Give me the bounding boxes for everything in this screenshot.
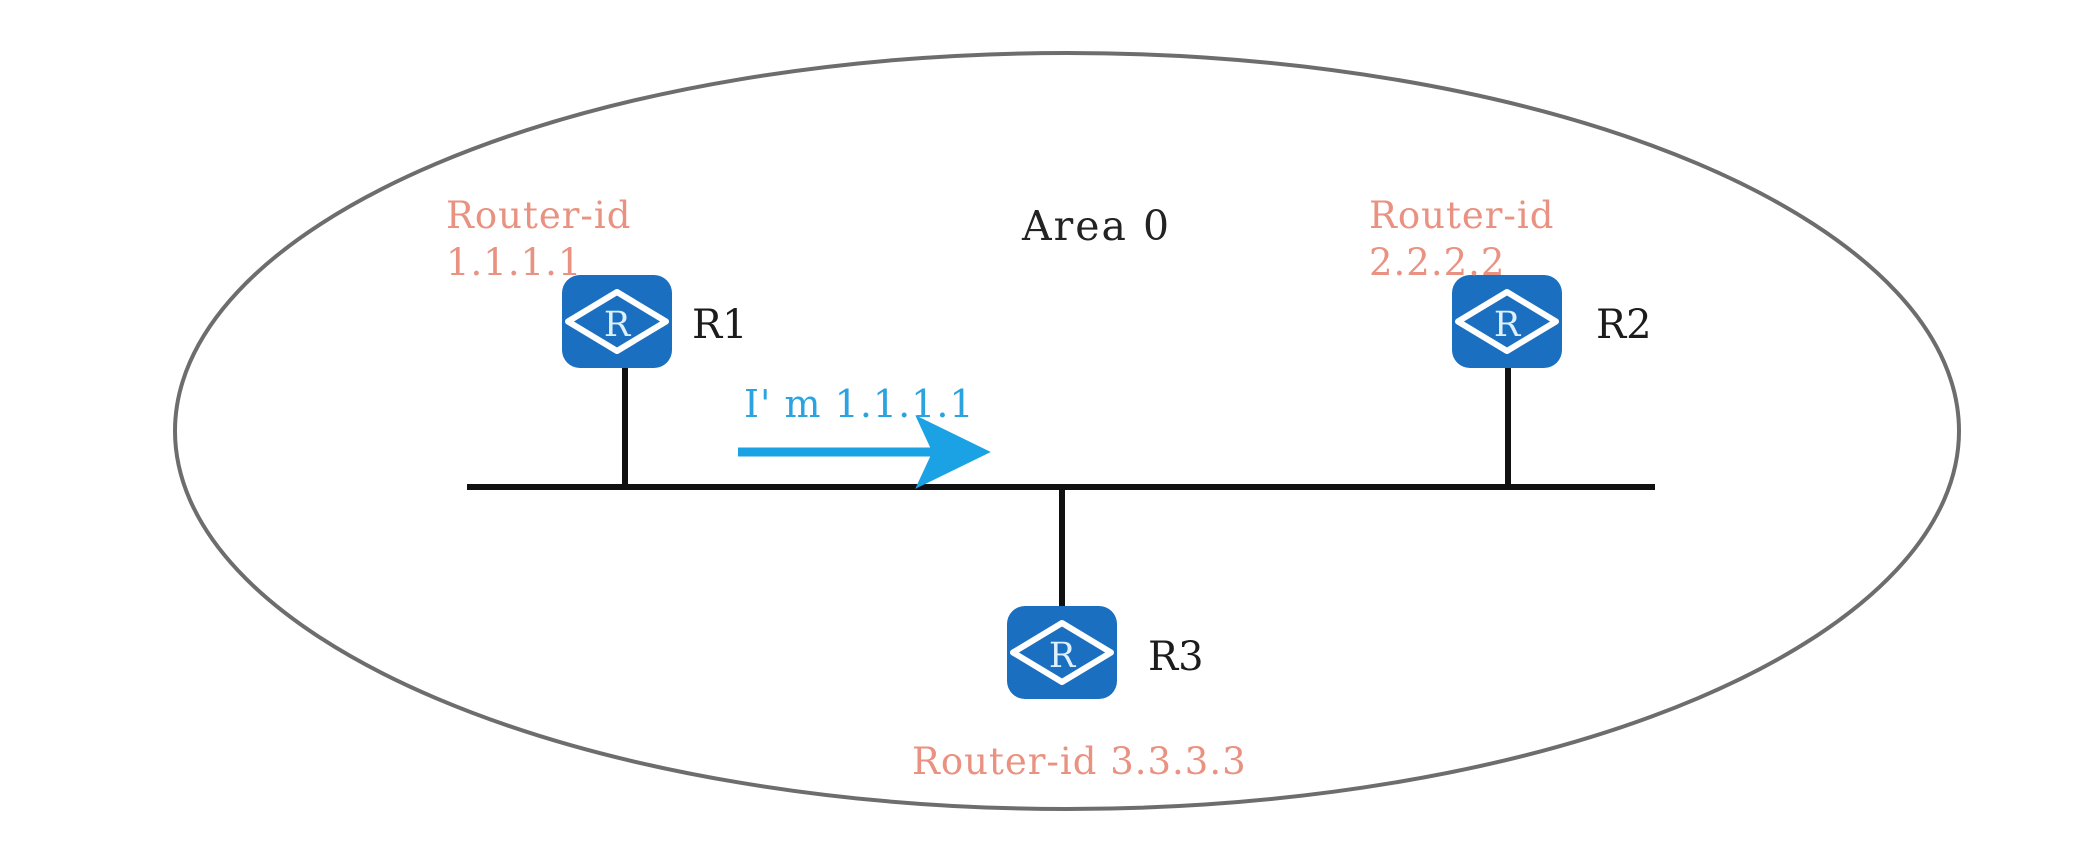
router-icon-r3[interactable]: R — [1007, 606, 1117, 699]
svg-text:R: R — [1494, 305, 1522, 345]
node-label-r1: R1 — [692, 302, 748, 348]
router-icon-r2[interactable]: R — [1452, 275, 1562, 368]
router-id-label-r1: Router-id 1.1.1.1 — [446, 194, 632, 285]
svg-text:R: R — [604, 305, 632, 345]
router-icon-r1[interactable]: R — [562, 275, 672, 368]
router-id-label-r2: Router-id 2.2.2.2 — [1369, 194, 1555, 285]
node-label-r2: R2 — [1596, 302, 1652, 348]
svg-text:R: R — [1049, 636, 1077, 676]
node-label-r3: R3 — [1148, 634, 1204, 680]
area-label: Area 0 — [1022, 202, 1172, 250]
area-boundary-ellipse — [173, 51, 1961, 811]
router-id-label-r3: Router-id 3.3.3.3 — [912, 740, 1247, 783]
flow-annotation-label: I' m 1.1.1.1 — [744, 382, 975, 426]
